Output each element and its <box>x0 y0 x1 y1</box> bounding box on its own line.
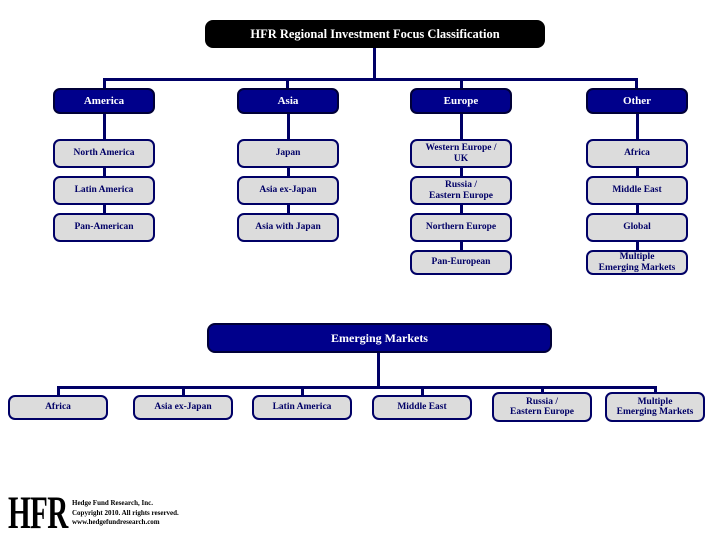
credits-line-website: www.hedgefundresearch.com <box>72 518 160 526</box>
diagram-title: HFR Regional Investment Focus Classifica… <box>205 20 545 48</box>
column-asia: Asia Japan Asia ex-Japan Asia with Japan <box>237 88 339 242</box>
box-global: Global <box>586 213 688 242</box>
box-north-america: North America <box>53 139 155 168</box>
connector-line <box>459 168 463 176</box>
connector-line <box>103 78 638 81</box>
connector-line <box>377 353 380 386</box>
connector-line <box>373 48 376 78</box>
connector-line <box>459 205 463 213</box>
em-box-latin-america: Latin America <box>252 395 352 420</box>
box-asia-ex-japan: Asia ex-Japan <box>237 176 339 205</box>
column-america: America North America Latin America Pan-… <box>53 88 155 242</box>
box-japan: Japan <box>237 139 339 168</box>
connector-line <box>635 205 639 213</box>
column-other: Other Africa Middle East Global Multiple… <box>586 88 688 275</box>
box-pan-european: Pan-European <box>410 250 512 275</box>
connector-line <box>57 386 657 389</box>
hfr-logo: HFR <box>8 487 68 539</box>
connector-line <box>301 386 304 397</box>
connector-line <box>102 114 106 139</box>
box-pan-american: Pan-American <box>53 213 155 242</box>
connector-line <box>57 386 60 397</box>
em-box-asia-ex-japan: Asia ex-Japan <box>133 395 233 420</box>
connector-line <box>102 168 106 176</box>
em-box-multiple-emerging-markets: Multiple Emerging Markets <box>605 392 705 422</box>
connector-line <box>103 78 106 89</box>
connector-line <box>635 114 639 139</box>
credits-line-copyright: Copyright 2010. All rights reserved. <box>72 508 179 517</box>
emerging-markets-header: Emerging Markets <box>207 323 552 353</box>
connector-line <box>635 78 638 89</box>
column-header-asia: Asia <box>237 88 339 114</box>
connector-line <box>182 386 185 397</box>
box-multiple-emerging-markets: Multiple Emerging Markets <box>586 250 688 275</box>
connector-line <box>102 205 106 213</box>
connector-line <box>635 242 639 250</box>
box-russia-eastern-europe: Russia / Eastern Europe <box>410 176 512 205</box>
connector-line <box>286 114 290 139</box>
connector-line <box>654 386 657 397</box>
box-western-europe-uk: Western Europe / UK <box>410 139 512 168</box>
connector-line <box>286 78 289 89</box>
column-header-other: Other <box>586 88 688 114</box>
connector-line <box>286 205 290 213</box>
box-latin-america: Latin America <box>53 176 155 205</box>
box-middle-east: Middle East <box>586 176 688 205</box>
column-header-europe: Europe <box>410 88 512 114</box>
connector-line <box>286 168 290 176</box>
connector-line <box>460 78 463 89</box>
box-africa: Africa <box>586 139 688 168</box>
connector-line <box>421 386 424 397</box>
em-box-russia-eastern-europe: Russia / Eastern Europe <box>492 392 592 422</box>
connector-line <box>459 114 463 139</box>
credits-line-company: Hedge Fund Research, Inc. <box>72 499 153 507</box>
connector-line <box>541 386 544 397</box>
connector-line <box>459 242 463 250</box>
box-northern-europe: Northern Europe <box>410 213 512 242</box>
connector-line <box>635 168 639 176</box>
em-box-middle-east: Middle East <box>372 395 472 420</box>
column-europe: Europe Western Europe / UK Russia / East… <box>410 88 512 275</box>
em-box-africa: Africa <box>8 395 108 420</box>
column-header-america: America <box>53 88 155 114</box>
box-asia-with-japan: Asia with Japan <box>237 213 339 242</box>
footer-credits: Hedge Fund Research, Inc. Copyright 2010… <box>72 499 179 528</box>
